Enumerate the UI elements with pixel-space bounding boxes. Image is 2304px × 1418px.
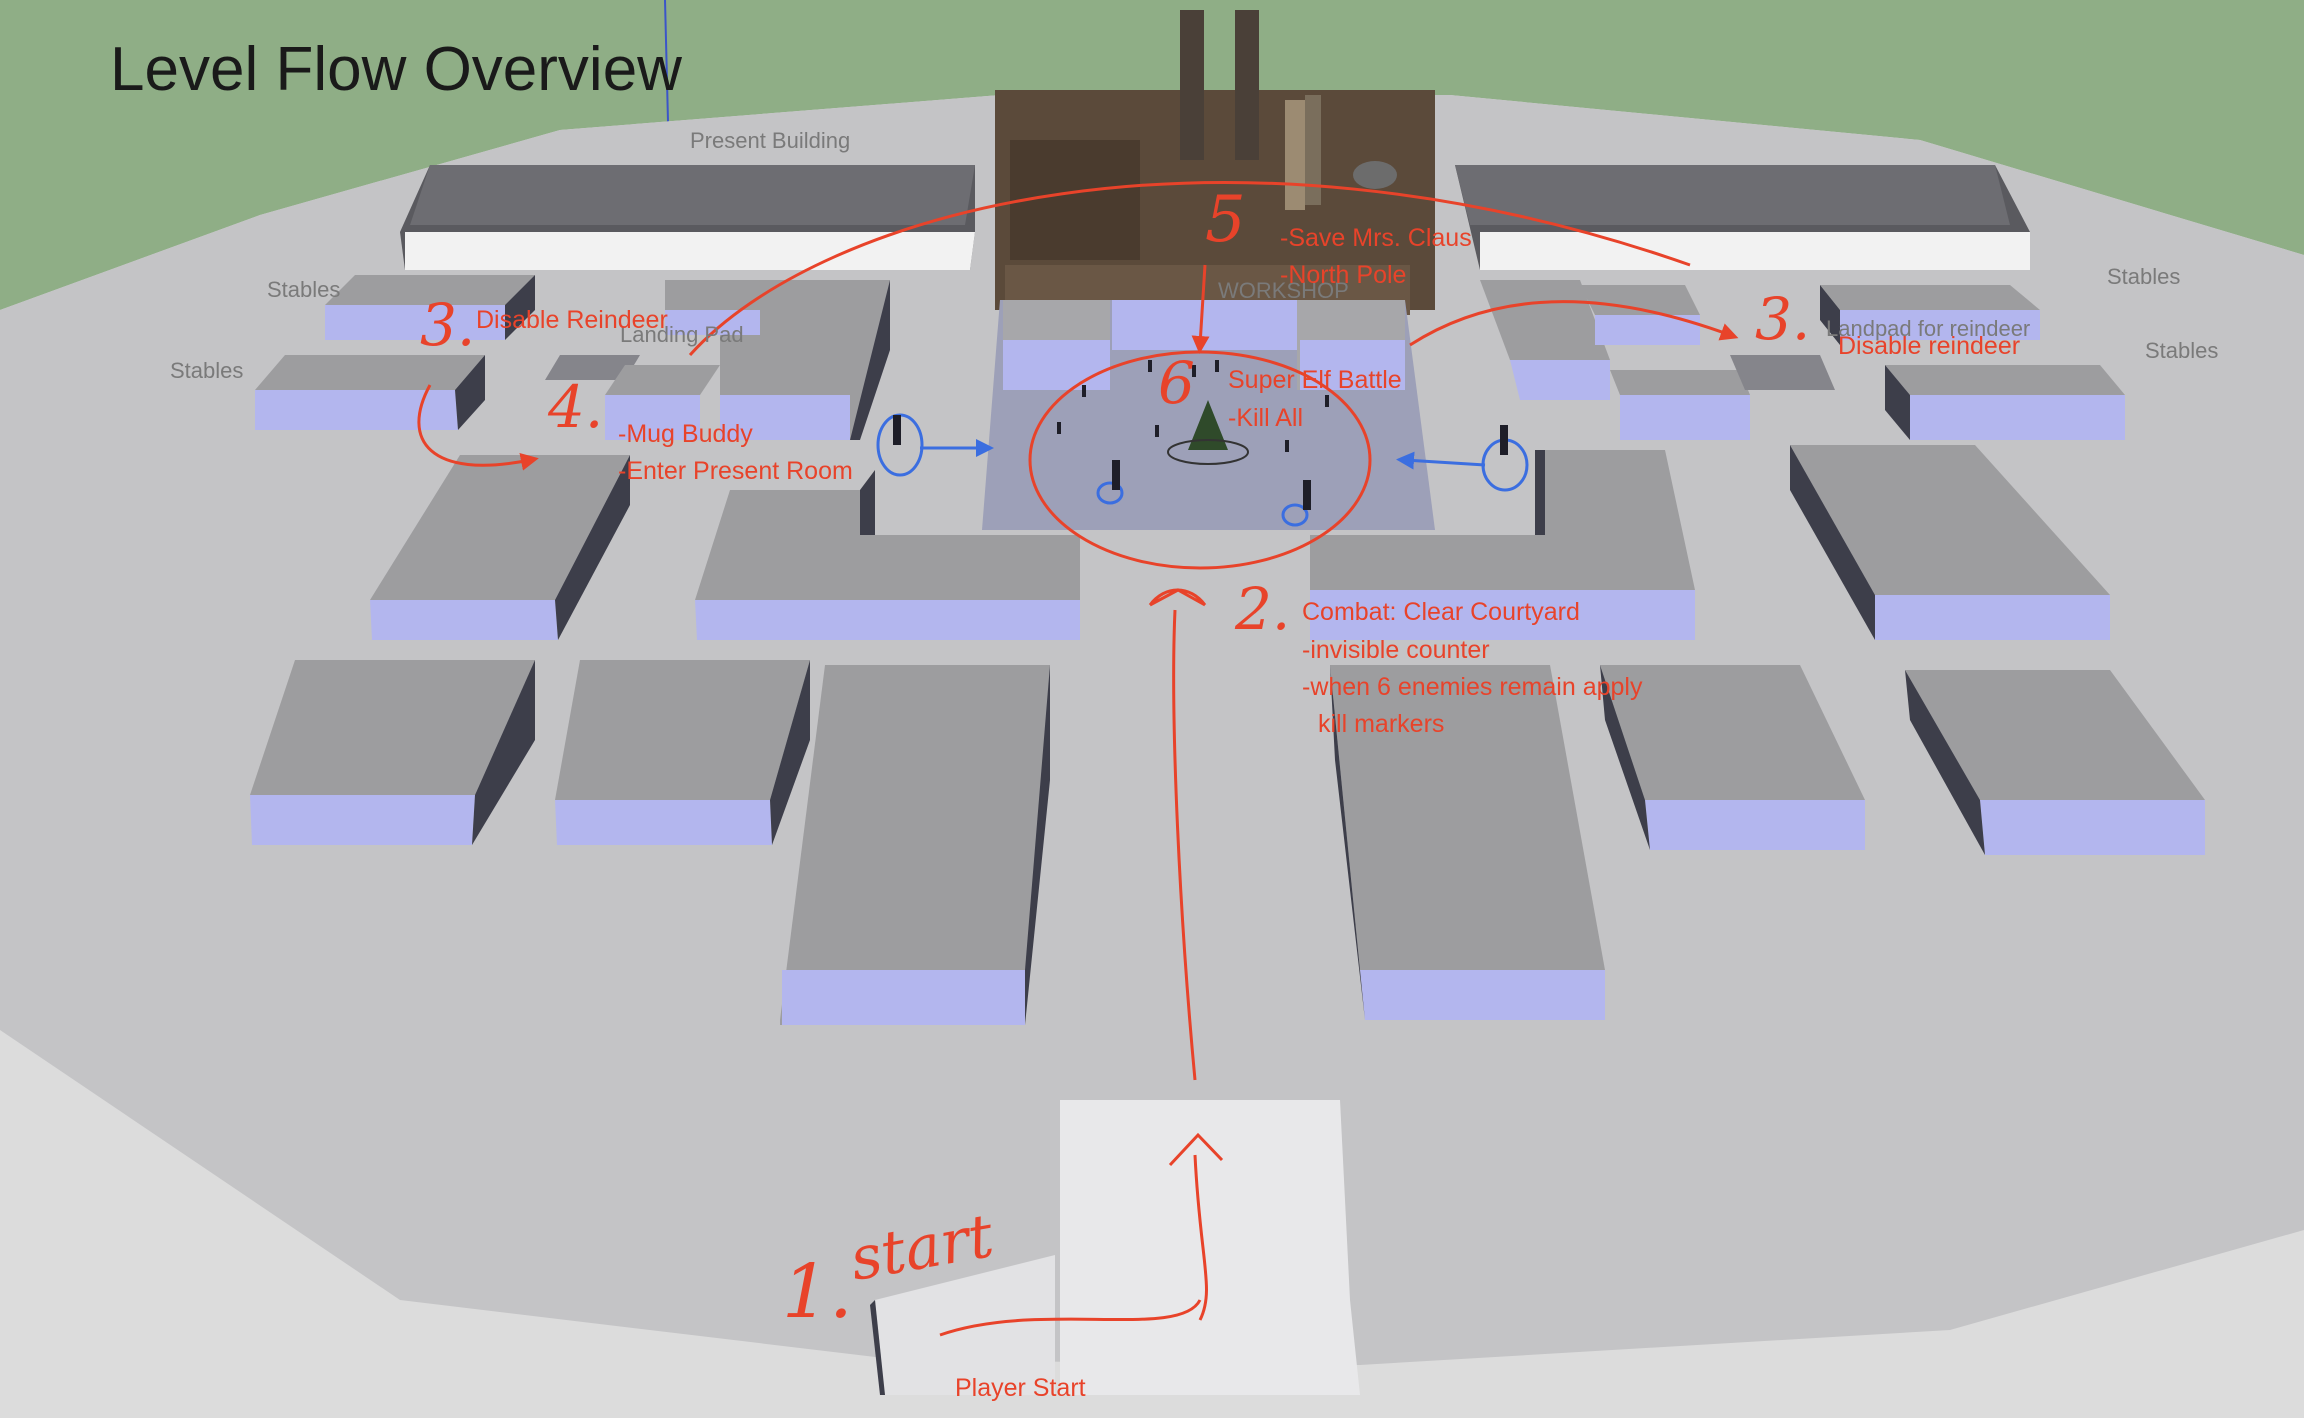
label-landing-pad: Landing Pad (620, 322, 744, 347)
christmas-tree (1188, 400, 1228, 450)
label-stables-left-2: Stables (170, 358, 244, 383)
label-stables-right-2: Stables (2145, 338, 2219, 363)
label-invisible-counter: -invisible counter (1302, 636, 1490, 664)
step-3-left: 3. (420, 291, 476, 359)
right-long-building (1455, 165, 2030, 270)
arc-present-building (688, 181, 1691, 357)
arrow-right-reindeer (1409, 300, 1739, 347)
arrow-head-courtyard (1148, 588, 1207, 607)
path-start-2 (939, 1299, 1202, 1337)
courtyard-inner-buildings (1003, 300, 1405, 390)
label-player-start: Player Start (955, 1374, 1086, 1402)
arrow-workshop (1191, 264, 1210, 354)
label-combat-clear-courtyard: Combat: Clear Courtyard (1302, 598, 1580, 626)
path-start-1 (1193, 1154, 1208, 1321)
label-stables-right-1: Stables (2107, 264, 2181, 289)
step-6: 6 (1158, 349, 1195, 417)
label-kill-markers: kill markers (1318, 710, 1445, 738)
label-present-building: Present Building (690, 128, 851, 153)
label-when-6-enemies: -when 6 enemies remain apply (1302, 673, 1643, 701)
page-title: Level Flow Overview (110, 35, 682, 104)
workshop-factory (995, 10, 1435, 315)
step-4: 4. (548, 373, 604, 441)
label-disable-reindeer-right: Disable reindeer (1838, 332, 2021, 360)
label-workshop: WORKSHOP (1218, 278, 1349, 303)
step-3-right: 3. (1755, 285, 1811, 353)
arrow-head-start (1168, 1132, 1224, 1167)
flow-annotations (417, 181, 1739, 1337)
label-save-mrs-claus: -Save Mrs. Claus (1280, 224, 1472, 252)
label-mug-buddy: -Mug Buddy (618, 420, 753, 448)
present-building (400, 165, 975, 270)
label-stables-left-1: Stables (267, 277, 341, 302)
step-2: 2. (1235, 575, 1291, 643)
block-buildings (250, 275, 2205, 1395)
label-disable-reindeer-left: Disable Reindeer (476, 306, 668, 334)
arrow-left-loop (417, 384, 539, 471)
path-start-to-courtyard (1172, 609, 1197, 1081)
enemy-markers (893, 360, 1508, 510)
step-5: 5 (1205, 183, 1246, 257)
label-enter-present-room: -Enter Present Room (618, 457, 853, 485)
label-super-elf-battle: Super Elf Battle (1228, 366, 1402, 394)
step-1: 1. (782, 1249, 853, 1335)
label-landpad-reindeer: Landpad for reindeer (1826, 316, 2031, 341)
label-kill-all: -Kill All (1228, 404, 1304, 432)
label-north-pole: -North Pole (1280, 261, 1407, 289)
tree-base-ring (1167, 439, 1249, 465)
